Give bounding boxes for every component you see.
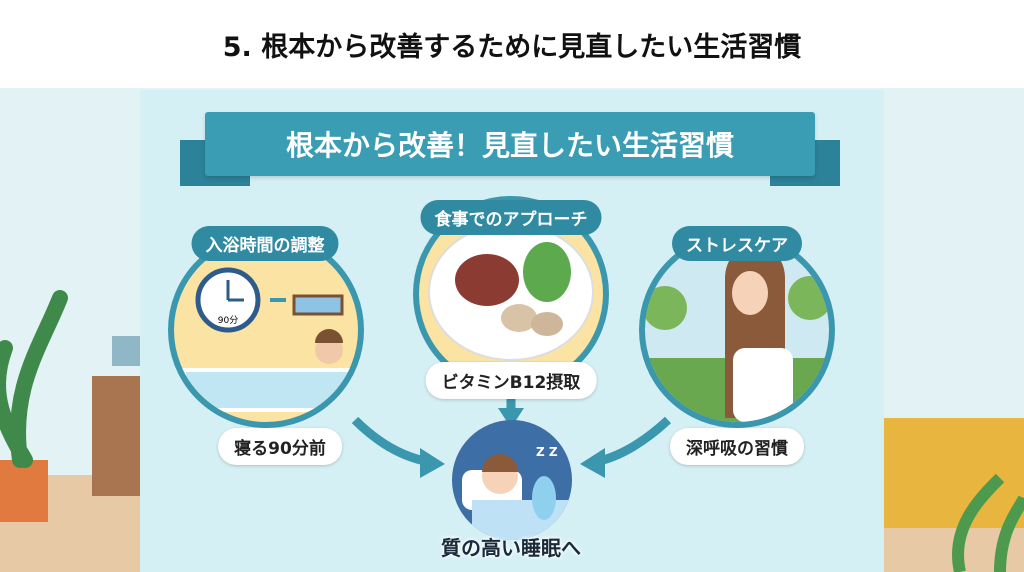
banner-ribbon: 根本から改善！見直したい生活習慣 bbox=[205, 112, 815, 176]
section-caption-food: ビタミンB12摂取 bbox=[425, 362, 597, 399]
woman-breathing-illustration bbox=[725, 244, 793, 422]
section-caption-stress: 深呼吸の習慣 bbox=[670, 428, 804, 465]
bathtub-illustration bbox=[182, 329, 356, 412]
plant-left-illustration bbox=[0, 290, 68, 522]
title-bar: 5. 根本から改善するために見直したい生活習慣 bbox=[0, 0, 1024, 88]
sleeping-woman-circle: Z Z bbox=[452, 420, 572, 540]
zzz-mark: Z Z bbox=[536, 445, 558, 459]
goal-label: 質の高い睡眠へ bbox=[441, 536, 581, 560]
section-title-bath: 入浴時間の調整 bbox=[191, 226, 339, 261]
foot-illustration bbox=[532, 476, 556, 520]
sofa-illustration bbox=[884, 418, 1024, 528]
plant-right-illustration bbox=[952, 473, 1024, 572]
page-title: 5. 根本から改善するために見直したい生活習慣 bbox=[222, 31, 802, 63]
section-title-stress: ストレスケア bbox=[672, 226, 802, 261]
svg-text:90分: 90分 bbox=[218, 315, 238, 326]
section-title-food: 食事でのアプローチ bbox=[420, 200, 602, 235]
stress-care-circle bbox=[639, 232, 835, 428]
desk-illustration bbox=[92, 336, 140, 496]
plate-illustration bbox=[428, 223, 594, 361]
bath-circle: 90分 bbox=[168, 232, 364, 428]
section-caption-bath: 寝る90分前 bbox=[218, 428, 342, 465]
bed-icon bbox=[292, 294, 344, 316]
clock-icon: 90分 bbox=[195, 267, 261, 333]
